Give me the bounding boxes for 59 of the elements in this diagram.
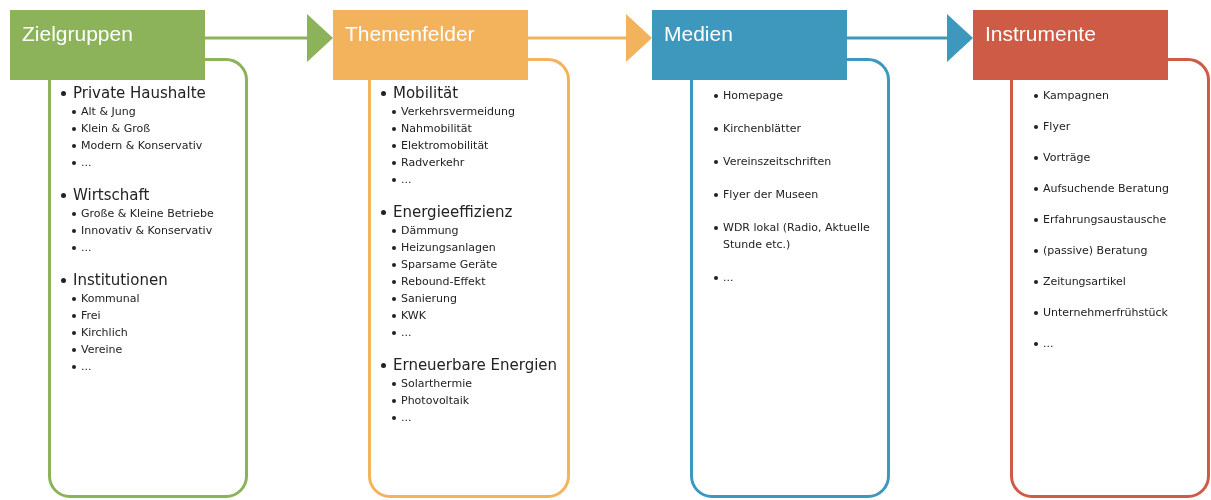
list-item: Flyer der Museen <box>723 188 819 201</box>
list-item: Elektromobilität <box>401 139 489 152</box>
category-header: Instrumente <box>973 10 1168 80</box>
category-header: Medien <box>652 10 847 80</box>
list-item: WDR lokal (Radio, Aktuelle Stunde etc.) <box>723 221 870 251</box>
block-arrow <box>847 14 973 62</box>
list-item: Große & Kleine Betriebe <box>81 207 214 220</box>
list-card <box>368 58 570 498</box>
list-item: Vereine <box>81 343 123 356</box>
list-heading: Mobilität <box>393 84 459 102</box>
list-item: (passive) Beratung <box>1043 244 1148 257</box>
list-item: Verkehrsvermeidung <box>401 105 515 118</box>
category-header: Themenfelder <box>333 10 528 80</box>
list-item: ... <box>81 360 92 373</box>
list-item: Homepage <box>723 89 783 102</box>
list-item: Solarthermie <box>401 377 472 390</box>
list-item: Rebound-Effekt <box>401 275 486 288</box>
list-item: Innovativ & Konservativ <box>81 224 213 237</box>
list-item: Radverkehr <box>401 156 465 169</box>
block-arrow <box>528 14 652 62</box>
list-heading: Energieeffizienz <box>393 203 513 221</box>
list-item: Aufsuchende Beratung <box>1043 182 1169 195</box>
list-item: Alt & Jung <box>81 105 136 118</box>
list-item: Kirchlich <box>81 326 128 339</box>
list-item: Vereinszeitschriften <box>723 155 832 168</box>
list-item: ... <box>401 411 412 424</box>
list-item: Flyer <box>1043 120 1071 133</box>
list-item: ... <box>81 241 92 254</box>
list-item: Kommunal <box>81 292 140 305</box>
list-card <box>690 58 890 498</box>
list-item: KWK <box>401 309 426 322</box>
list-item: Sparsame Geräte <box>401 258 498 271</box>
list-item: ... <box>401 326 412 339</box>
list-item: Kampagnen <box>1043 89 1109 102</box>
list-item: Dämmung <box>401 224 459 237</box>
list-heading: Erneuerbare Energien <box>393 356 558 374</box>
list-item: Sanierung <box>401 292 457 305</box>
list-card <box>1010 58 1210 498</box>
list-item: ... <box>723 271 734 284</box>
list-item: Frei <box>81 309 101 322</box>
list-item: Nahmobilität <box>401 122 472 135</box>
list-item: Zeitungsartikel <box>1043 275 1126 288</box>
list-card <box>48 58 248 498</box>
list-item: Kirchenblätter <box>723 122 801 135</box>
list-heading: Institutionen <box>73 271 168 289</box>
list-heading: Wirtschaft <box>73 186 150 204</box>
list-heading: Private Haushalte <box>73 84 206 102</box>
category-header: Zielgruppen <box>10 10 205 80</box>
list-item: Erfahrungsaustausche <box>1043 213 1167 226</box>
list-item: Photovoltaik <box>401 394 470 407</box>
list-item: Klein & Groß <box>81 122 151 135</box>
list-item: Heizungsanlagen <box>401 241 496 254</box>
list-item: Vorträge <box>1043 151 1091 164</box>
list-item: ... <box>81 156 92 169</box>
list-item: Unternehmerfrühstück <box>1043 306 1168 319</box>
list-item: ... <box>401 173 412 186</box>
list-item: Modern & Konservativ <box>81 139 203 152</box>
list-item: ... <box>1043 337 1054 350</box>
block-arrow <box>205 14 333 62</box>
